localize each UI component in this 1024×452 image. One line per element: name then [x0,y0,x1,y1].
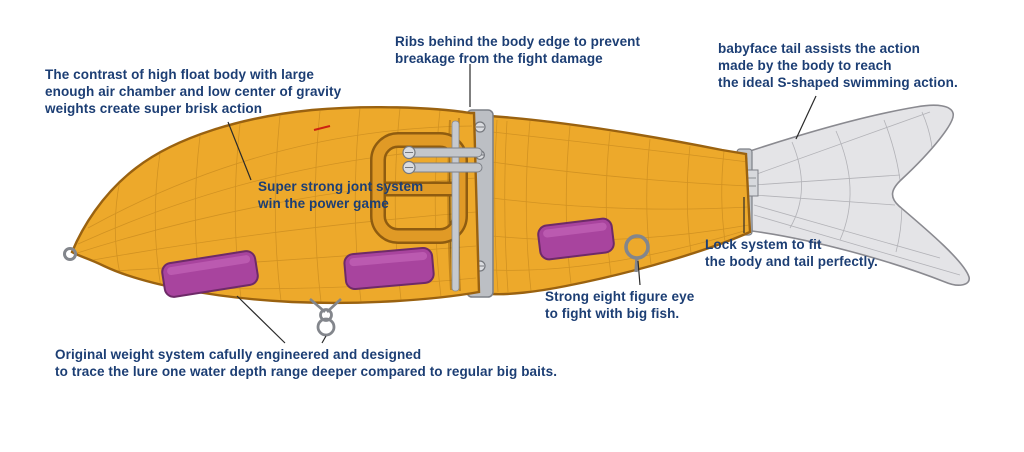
ballast-weight-front [161,250,259,298]
note-lock-system: Lock system to fit the body and tail per… [705,237,878,270]
leader-line-babyface [795,95,817,140]
leader-line-eye [637,260,641,286]
belly-eye [309,298,342,337]
leader-line-weight-left [236,295,286,344]
figure-eight-eye [624,234,650,273]
leader-lines [227,64,817,344]
tail-mesh [753,111,961,276]
tail-fin [749,104,971,286]
ballast-weight-middle [343,246,435,291]
leader-line-weight-center [321,335,327,344]
leader-line-float-body [227,121,252,181]
lure-body-rear-section [488,114,752,296]
joint-pins [402,120,483,292]
rear-body-mesh [491,119,750,293]
red-mark [313,125,331,131]
note-float-body: The contrast of high float body with lar… [45,67,342,117]
note-joint-system: Super strong jont system win the power g… [258,179,424,212]
nose-eye [63,247,77,261]
note-eight-figure-eye: Strong eight figure eye to fight with bi… [545,289,695,322]
note-weight-system: Original weight system cafully engineere… [55,347,558,380]
joint-frame [370,132,468,244]
lure-body-front-section [63,105,483,337]
note-babyface-tail: babyface tail assists the action made by… [718,41,958,91]
ballast-weight-rear [537,217,615,261]
note-ribs: Ribs behind the body edge to prevent bre… [395,34,641,67]
